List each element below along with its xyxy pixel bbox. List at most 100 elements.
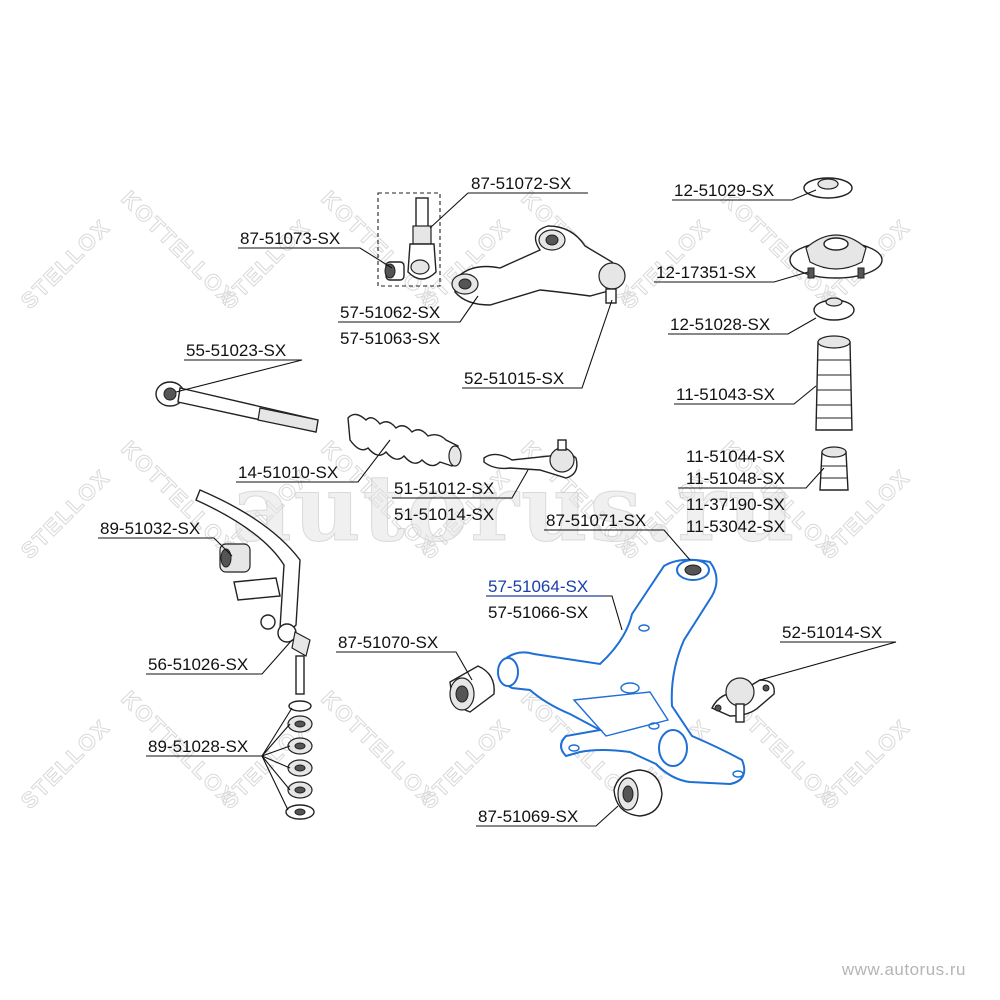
leader-89-51028-f — [261, 755, 289, 811]
part-label[interactable]: 12-51028-SX — [670, 315, 770, 334]
watermark-autorus-large: autorus.ru — [232, 454, 797, 562]
lower-arm-hole — [620, 682, 640, 694]
part-label[interactable]: 55-51023-SX — [186, 341, 286, 360]
lower-arm-hole — [568, 744, 580, 752]
rear-bushing-hole — [622, 785, 634, 803]
ball-joint-bolt-hole — [714, 704, 722, 712]
leader-56-51026 — [146, 639, 293, 675]
strut-dust-boot[interactable] — [815, 335, 853, 431]
footer-site-url: www.autorus.ru — [841, 960, 966, 979]
leader-11-51043 — [674, 385, 817, 405]
upper-ball-joint — [598, 262, 626, 290]
tie-rod-thread — [257, 407, 319, 433]
part-label[interactable]: 11-51043-SX — [676, 385, 775, 404]
lower-arm-front-bushing[interactable] — [449, 665, 495, 713]
bushing-washer-stack[interactable] — [285, 700, 315, 820]
leader-89-51028-a — [261, 707, 293, 757]
leader-89-51028-e — [261, 755, 291, 791]
strut-mount-center — [823, 237, 849, 251]
leader-87-51073 — [238, 247, 393, 269]
link-rod — [295, 655, 305, 695]
part-label[interactable]: 51-51014-SX — [394, 505, 494, 524]
ball-joint-bolt-hole — [762, 684, 770, 692]
leader-87-51069 — [476, 805, 619, 827]
tie-rod-end[interactable] — [483, 439, 578, 479]
stabilizer-bar[interactable] — [195, 489, 301, 631]
lower-arm-rib — [572, 691, 670, 737]
part-label[interactable]: 52-51014-SX — [782, 623, 882, 642]
leader-87-51072 — [429, 192, 469, 229]
bump-stop[interactable] — [819, 446, 849, 491]
lower-arm-front-eye — [497, 657, 519, 687]
upper-arm-body — [454, 225, 621, 306]
lower-arm-ball-seat-hole — [684, 564, 702, 576]
strut-top-nut — [817, 178, 839, 190]
strut-mount-stud-right — [857, 267, 865, 279]
leader-12-17351 — [654, 271, 809, 283]
stabilizer-bushing-hole — [220, 548, 232, 568]
leader-89-51028-d — [261, 755, 291, 769]
leader-55-51023 — [175, 359, 303, 393]
strut-mount-stack[interactable] — [789, 177, 883, 321]
leader-57-51062 — [338, 295, 479, 323]
part-label[interactable]: 56-51026-SX — [148, 655, 248, 674]
ball-joint-housing — [725, 677, 755, 707]
part-label[interactable]: 52-51015-SX — [464, 369, 564, 388]
bushing-3-hole — [294, 764, 306, 772]
lower-control-arm[interactable] — [497, 558, 746, 786]
steering-boot-bellows — [347, 413, 459, 467]
link-eye — [410, 259, 430, 275]
leader-lines — [98, 189, 897, 827]
bushing-4-hole — [294, 786, 306, 794]
lower-arm-rear-bushing[interactable] — [613, 769, 663, 817]
part-label[interactable]: 89-51028-SX — [148, 737, 248, 756]
part-label[interactable]: 11-37190-SX — [686, 495, 785, 514]
part-label[interactable]: 11-53042-SX — [686, 517, 785, 536]
bushing-2-hole — [294, 742, 306, 750]
lower-arm-hole — [648, 722, 660, 730]
part-label[interactable]: 87-51070-SX — [338, 633, 438, 652]
part-labels: 87-51072-SX 87-51073-SX 57-51062-SX 57-5… — [100, 174, 882, 826]
part-label[interactable]: 57-51063-SX — [340, 329, 440, 348]
part-label[interactable]: 57-51062-SX — [340, 303, 440, 322]
dust-boot-top — [817, 335, 851, 349]
dashed-group-box — [377, 192, 441, 287]
part-label[interactable]: 87-51069-SX — [478, 807, 578, 826]
washer-1 — [288, 700, 312, 712]
lower-stabilizer-link[interactable] — [277, 623, 311, 695]
stabilizer-link-group[interactable] — [377, 192, 441, 287]
part-label[interactable]: 11-51044-SX — [686, 447, 785, 466]
part-label[interactable]: 12-51029-SX — [674, 181, 774, 200]
inner-tie-rod[interactable] — [155, 381, 319, 433]
link-bushing-hole — [384, 263, 396, 279]
strut-mount-top — [805, 234, 867, 270]
lower-ball-joint[interactable] — [711, 677, 775, 723]
part-label[interactable]: 87-51072-SX — [471, 174, 571, 193]
washer-2-hole — [294, 808, 306, 816]
part-label-highlighted[interactable]: 57-51064-SX — [488, 577, 588, 596]
leader-11-51044 — [678, 467, 825, 489]
part-label[interactable]: 14-51010-SX — [238, 463, 338, 482]
upper-control-arm[interactable] — [451, 225, 626, 306]
stabilizer-bracket — [233, 577, 281, 601]
front-bushing-hole — [455, 685, 469, 703]
lower-arm-body — [498, 558, 746, 786]
leader-12-51028 — [668, 317, 817, 335]
part-label[interactable]: 87-51073-SX — [240, 229, 340, 248]
part-label[interactable]: 57-51066-SX — [488, 603, 588, 622]
bushing-1-hole — [294, 720, 306, 728]
upper-arm-rear-bushing-hole — [545, 234, 559, 246]
part-label[interactable]: 11-51048-SX — [686, 469, 785, 488]
leader-87-51070 — [336, 651, 473, 681]
leader-51-51012 — [392, 469, 529, 499]
part-label[interactable]: 12-17351-SX — [656, 263, 756, 282]
steering-boot-end — [448, 445, 462, 467]
part-label[interactable]: 87-51071-SX — [546, 511, 646, 530]
part-label[interactable]: 51-51012-SX — [394, 479, 494, 498]
bump-stop-top — [821, 446, 847, 458]
dust-boot-body — [815, 341, 853, 431]
tie-rod-end-ball — [549, 447, 575, 473]
part-label[interactable]: 89-51032-SX — [100, 519, 200, 538]
steering-boot[interactable] — [347, 413, 462, 467]
